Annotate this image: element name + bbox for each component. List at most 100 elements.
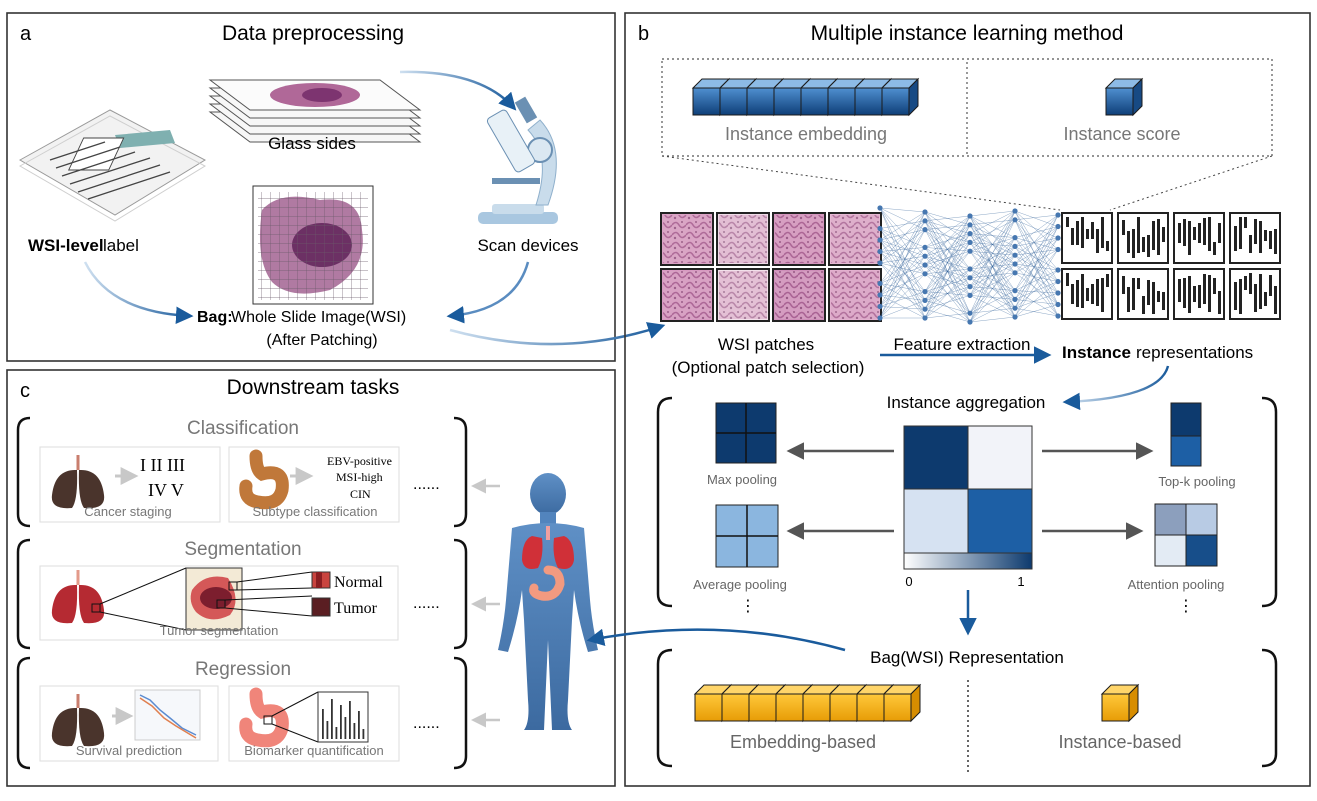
classification-title: Classification <box>187 418 299 439</box>
arrow-bag-to-patches <box>449 322 666 346</box>
tumor-segmentation-label: Tumor segmentation <box>160 623 279 638</box>
instance-representation <box>1229 212 1281 264</box>
arrow-label-to-bag <box>83 261 194 325</box>
subtype-item-1: EBV-positive <box>327 454 392 468</box>
survival-curve-thumbnail <box>134 689 201 741</box>
panel-b-letter: b <box>638 23 649 45</box>
arrow-slides-to-scanner <box>399 70 517 111</box>
embedding-based-label: Embedding-based <box>730 732 876 752</box>
stage-roman-line2: IV V <box>148 480 184 500</box>
scale-max-label: 1 <box>1017 574 1024 589</box>
arrow-scanner-to-bag <box>446 261 530 324</box>
instance-representation-grid <box>1061 212 1281 320</box>
bag-sub-label: (After Patching) <box>266 332 377 349</box>
instance-based-label: Instance-based <box>1058 732 1181 752</box>
wsi-patch <box>716 212 770 266</box>
scan-devices-label: Scan devices <box>477 236 578 255</box>
classification-ellipsis: ...... <box>413 476 440 493</box>
panel-b-title: Multiple instance learning method <box>811 22 1124 45</box>
instance-representation <box>1173 268 1225 320</box>
max-pooling-matrix <box>715 402 777 464</box>
lungs-dark-icon <box>51 694 105 747</box>
panel-c-letter: c <box>20 380 30 402</box>
segmentation-title: Segmentation <box>184 539 301 560</box>
max-pooling-label: Max pooling <box>707 472 777 487</box>
wsi-patch <box>660 268 714 322</box>
bag-label-bold: Bag: <box>197 309 233 326</box>
biomarker-bars-thumbnail <box>317 691 369 743</box>
embedding-cube <box>880 77 920 117</box>
wsi-level-label-rest: label <box>103 236 139 255</box>
embedding-based-cubes <box>693 683 922 723</box>
score-cube <box>1104 77 1144 117</box>
attention-pooling-label: Attention pooling <box>1128 577 1225 592</box>
regression-title: Regression <box>195 659 291 680</box>
instance-representations-rest: representations <box>1136 343 1253 362</box>
average-pooling-matrix <box>715 504 779 568</box>
instance-representation <box>1173 212 1225 264</box>
wsi-patch <box>772 268 826 322</box>
panel-c-frame <box>6 369 616 787</box>
wsi-patches-label: WSI patches <box>718 335 814 354</box>
instance-embedding-label: Instance embedding <box>725 124 887 144</box>
wsi-patched-image <box>252 185 374 305</box>
wsi-patch <box>716 268 770 322</box>
subtype-item-3: CIN <box>350 487 371 501</box>
wsi-patch <box>772 212 826 266</box>
subtype-item-2: MSI-high <box>336 470 383 484</box>
wsi-patch <box>828 212 882 266</box>
segmentation-ellipsis: ...... <box>413 595 440 612</box>
instance-representation <box>1117 212 1169 264</box>
normal-label: Normal <box>334 574 383 591</box>
instance-based-cube <box>1100 683 1140 723</box>
arrow-bag-to-downstream <box>586 628 846 652</box>
panel-c-title: Downstream tasks <box>227 376 400 399</box>
instance-representation <box>1117 268 1169 320</box>
human-body-icon <box>498 473 598 730</box>
stage-roman-line1: I II III <box>140 455 185 475</box>
cancer-staging-label: Cancer staging <box>84 504 171 519</box>
glass-sides-label: Glass sides <box>268 134 356 153</box>
wsi-patch <box>828 268 882 322</box>
aggregation-matrix <box>903 425 1033 570</box>
subtype-classification-label: Subtype classification <box>252 504 377 519</box>
regression-ellipsis: ...... <box>413 715 440 732</box>
survival-prediction-label: Survival prediction <box>76 743 182 758</box>
wsi-level-label-bold: WSI-level <box>28 236 104 255</box>
glass-slides-icon <box>208 79 422 143</box>
microscope-icon <box>478 96 558 224</box>
bag-label-rest: Whole Slide Image(WSI) <box>231 309 406 326</box>
tumor-label: Tumor <box>334 600 378 617</box>
attention-pooling-matrix <box>1154 503 1218 567</box>
instance-embedding-cubes <box>691 77 920 117</box>
feature-extraction-label: Feature extraction <box>893 335 1030 354</box>
right-more-dots: ⋮ <box>1178 598 1194 615</box>
bag-representation-title: Bag(WSI) Representation <box>870 648 1064 667</box>
panel-b-frame <box>624 12 1311 787</box>
tumor-swatch <box>311 597 331 617</box>
instance-score-label: Instance score <box>1063 124 1180 144</box>
wsi-patch-grid <box>660 212 882 322</box>
instance-representation <box>1229 268 1281 320</box>
scale-min-label: 0 <box>905 574 912 589</box>
panel-a-title: Data preprocessing <box>222 22 404 45</box>
feature-extraction-network <box>877 205 1061 325</box>
instance-based-cube-item <box>1100 683 1140 723</box>
biomarker-quantification-label: Biomarker quantification <box>244 743 383 758</box>
embedding-based-cube <box>882 683 922 723</box>
panel-a-letter: a <box>20 23 32 45</box>
instance-representations-bold: Instance <box>1062 343 1131 362</box>
wsi-patches-sub-label: (Optional patch selection) <box>672 358 865 377</box>
lungs-red-icon <box>51 570 105 624</box>
document-icon <box>18 109 207 222</box>
instance-representation <box>1061 268 1113 320</box>
lungs-icon <box>51 455 105 509</box>
stomach-icon <box>239 449 289 510</box>
topk-pooling-matrix <box>1170 402 1202 467</box>
instance-representation <box>1061 212 1113 264</box>
wsi-patch <box>660 212 714 266</box>
topk-pooling-label: Top-k pooling <box>1158 474 1235 489</box>
instance-aggregation-title: Instance aggregation <box>887 393 1046 412</box>
instance-score-cube <box>1104 77 1144 117</box>
